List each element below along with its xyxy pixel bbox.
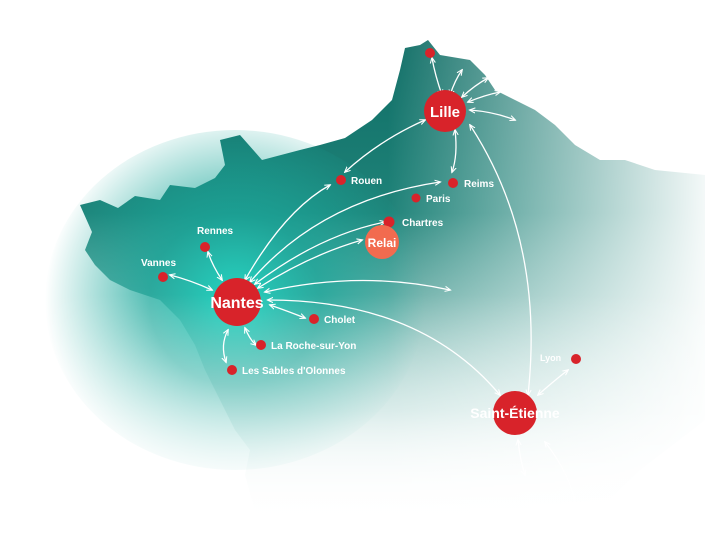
route-nantes-saint-etienne bbox=[268, 300, 500, 395]
city-dot-la-roche-sur-yon[interactable] bbox=[256, 340, 266, 350]
hub-label-saint-etienne: Saint-Étienne bbox=[470, 405, 560, 421]
route-se-south1 bbox=[518, 440, 525, 475]
city-label-reims: Reims bbox=[464, 179, 494, 190]
city-dot-les-sables[interactable] bbox=[227, 365, 237, 375]
city-label-paris: Paris bbox=[426, 194, 451, 205]
route-lille-n3 bbox=[462, 78, 488, 97]
route-lille-rouen bbox=[345, 120, 425, 172]
route-nantes-relai bbox=[258, 240, 362, 288]
hub-marker-saint-etienne[interactable] bbox=[493, 391, 537, 435]
route-nantes-roche bbox=[245, 328, 256, 345]
hub-marker-lille[interactable] bbox=[424, 90, 466, 132]
labels: Lille Nantes Saint-Étienne Relai Rouen R… bbox=[141, 104, 561, 421]
city-label-la-roche-sur-yon: La Roche-sur-Yon bbox=[271, 341, 356, 352]
hub-label-nantes: Nantes bbox=[210, 295, 263, 312]
city-dot-vannes[interactable] bbox=[158, 272, 168, 282]
route-lille-saint-etienne bbox=[470, 125, 532, 395]
route-nantes-cholet bbox=[270, 305, 305, 318]
city-label-les-sables: Les Sables d'Olonnes bbox=[242, 366, 346, 377]
city-label-cholet: Cholet bbox=[324, 315, 356, 326]
city-dot-lyon[interactable] bbox=[571, 354, 581, 364]
city-dot-paris[interactable] bbox=[411, 193, 421, 203]
city-label-chartres: Chartres bbox=[402, 218, 444, 229]
hub-label-lille: Lille bbox=[430, 104, 460, 121]
city-dot-reims[interactable] bbox=[448, 178, 458, 188]
city-dot-cholet[interactable] bbox=[309, 314, 319, 324]
route-nantes-east bbox=[265, 279, 450, 292]
city-label-rouen: Rouen bbox=[351, 176, 382, 187]
hub-markers bbox=[213, 90, 537, 435]
city-dot-rennes[interactable] bbox=[200, 242, 210, 252]
route-lille-reims bbox=[452, 130, 456, 172]
city-dot-rouen[interactable] bbox=[336, 175, 346, 185]
hub-marker-nantes[interactable] bbox=[213, 278, 261, 326]
route-lille-n4 bbox=[468, 92, 500, 102]
hub-marker-relai[interactable] bbox=[365, 225, 399, 259]
route-nantes-rennes bbox=[208, 252, 222, 280]
route-lines bbox=[170, 58, 578, 520]
city-label-vannes: Vannes bbox=[141, 258, 176, 269]
city-dot-dunkerque[interactable] bbox=[425, 48, 435, 58]
route-se-south2 bbox=[545, 442, 578, 520]
hub-label-relai: Relai bbox=[368, 236, 397, 250]
city-dots bbox=[158, 48, 581, 375]
city-label-rennes: Rennes bbox=[197, 226, 234, 237]
city-dot-chartres[interactable] bbox=[383, 216, 395, 228]
route-se-lyon bbox=[538, 370, 568, 395]
route-lille-e bbox=[470, 110, 515, 120]
route-nantes-sables bbox=[223, 330, 228, 362]
city-label-lyon: Lyon bbox=[540, 353, 561, 363]
route-nantes-vannes bbox=[170, 275, 212, 290]
